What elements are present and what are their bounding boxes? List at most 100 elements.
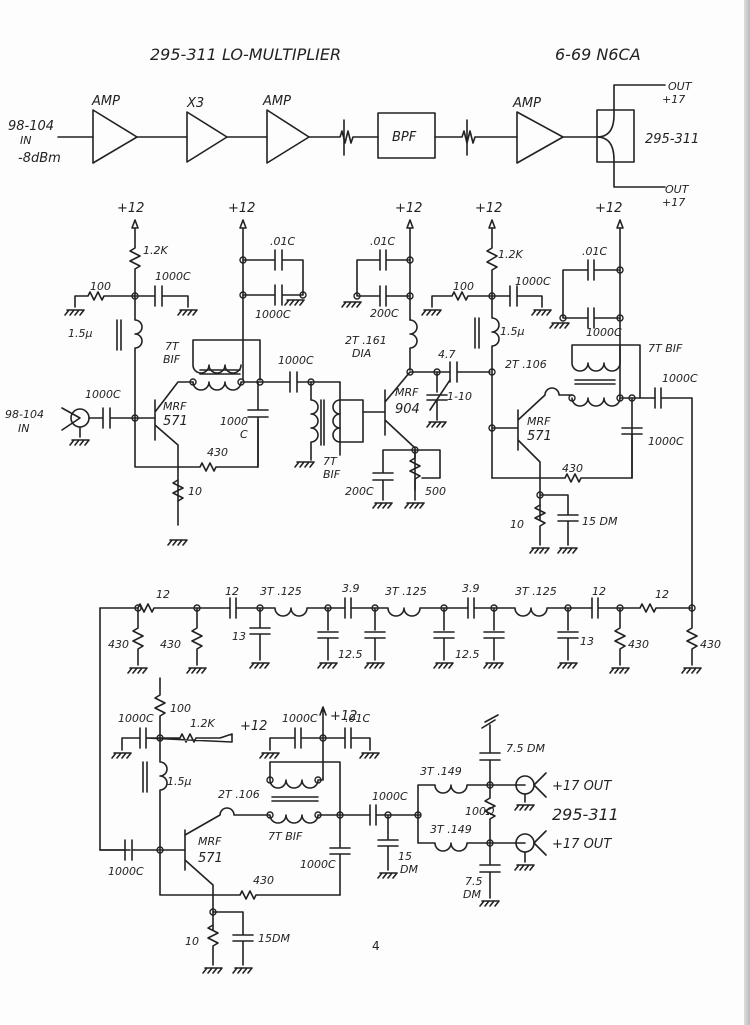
page-edge [744,0,750,1025]
svg-text:100Ω: 100Ω [465,805,495,818]
svg-text:12: 12 [592,585,606,598]
svg-text:+12: +12 [117,201,144,216]
svg-text:12: 12 [655,588,669,601]
svg-text:7T BIF: 7T BIF [268,830,303,843]
svg-text:13: 13 [580,635,594,648]
svg-text:1000C: 1000C [300,858,336,871]
svg-text:MRF: MRF [527,415,551,428]
stage-3-amp: +12 .01C 200C 2T .161 DIA MRF 904 1-10 4… [341,201,491,509]
schematic-title: 295-311 LO-MULTIPLIER [150,45,341,64]
svg-text:OUT: OUT [665,183,690,196]
svg-text:10: 10 [185,935,199,948]
svg-text:430: 430 [207,446,228,459]
svg-text:7T BIF: 7T BIF [648,342,683,355]
svg-text:295-311: 295-311 [645,132,699,147]
svg-text:1000C: 1000C [108,865,144,878]
svg-text:+12: +12 [475,201,502,216]
stage-2-tripler: +12 .01C 1000C 7T BIF 1000 C 1000C 7T BI… [163,201,364,481]
date-author: 6-69 N6CA [555,45,641,64]
svg-text:DIA: DIA [352,347,371,360]
svg-text:1.2K: 1.2K [190,717,215,730]
svg-text:430: 430 [628,638,649,651]
svg-text:430: 430 [160,638,181,651]
svg-text:BIF: BIF [323,468,341,481]
svg-text:571: 571 [163,414,188,429]
svg-text:+12: +12 [595,201,622,216]
svg-text:7.5 DM: 7.5 DM [506,742,545,755]
svg-text:3.9: 3.9 [342,582,360,595]
stage-1-amp: +12 1.2K 100 1000C 1.5µ 98-104 IN 1000C … [5,201,259,546]
svg-text:12.5: 12.5 [338,648,363,661]
amp-3-symbol [516,111,564,164]
svg-text:4.7: 4.7 [438,348,456,361]
svg-text:2T .106: 2T .106 [505,358,547,371]
svg-text:12.5: 12.5 [455,648,480,661]
svg-text:1000C: 1000C [282,712,318,725]
svg-text:+17: +17 [662,196,685,209]
svg-text:IN: IN [20,134,31,147]
svg-text:AMP: AMP [512,96,541,111]
svg-text:571: 571 [198,851,223,866]
svg-text:100: 100 [90,280,111,293]
bandpass-filter: 12 430 430 12 3T .125 13 3.9 3T .125 12.… [99,582,721,851]
svg-text:MRF: MRF [163,400,187,413]
svg-text:10: 10 [510,518,524,531]
svg-text:3T .125: 3T .125 [385,585,427,598]
svg-text:15: 15 [398,850,412,863]
svg-text:15DM: 15DM [258,932,290,945]
svg-text:430: 430 [253,874,274,887]
svg-text:AMP: AMP [262,94,291,109]
svg-text:DM: DM [463,888,481,901]
svg-text:1000C: 1000C [515,275,551,288]
tripler-symbol [186,111,228,163]
output-splitter: 3T .149 3T .149 7.5 DM 100Ω 7.5 DM +17 O… [414,714,619,907]
svg-text:MRF: MRF [395,386,419,399]
svg-text:200C: 200C [370,307,399,320]
svg-text:+12: +12 [228,201,255,216]
svg-text:1000C: 1000C [372,790,408,803]
svg-text:3T .149: 3T .149 [420,765,462,778]
svg-text:+17: +17 [662,93,685,106]
svg-text:7T: 7T [323,455,338,468]
svg-text:430: 430 [700,638,721,651]
svg-text:1000C: 1000C [648,435,684,448]
svg-text:3T .125: 3T .125 [260,585,302,598]
svg-text:IN: IN [18,422,29,435]
svg-text:.01C: .01C [345,712,370,725]
stage-5-amp: 100 1000C 1.2K +12 1.5µ +12 1000C .01C 2… [99,677,421,974]
svg-text:100: 100 [170,702,191,715]
svg-text:430: 430 [562,462,583,475]
svg-text:.01C: .01C [582,245,607,258]
svg-text:7.5: 7.5 [465,875,483,888]
svg-text:12: 12 [225,585,239,598]
svg-text:295-311: 295-311 [552,805,619,824]
svg-text:AMP: AMP [91,94,120,109]
svg-text:904: 904 [395,402,420,417]
block-diagram: 98-104 IN -8dBm AMP X3 AMP BPF AMP OUT +… [8,80,699,209]
svg-text:1.2K: 1.2K [143,244,168,257]
svg-text:3T .125: 3T .125 [515,585,557,598]
svg-text:+17 OUT: +17 OUT [552,779,612,794]
svg-text:1000: 1000 [220,415,248,428]
svg-text:1.5µ: 1.5µ [68,327,93,340]
svg-text:BPF: BPF [392,130,417,145]
amp-2-symbol [266,109,310,164]
svg-text:1000C: 1000C [586,326,622,339]
svg-text:1000C: 1000C [255,308,291,321]
svg-text:1000C: 1000C [278,354,314,367]
svg-text:1.5µ: 1.5µ [500,325,525,338]
svg-text:OUT: OUT [668,80,693,93]
svg-text:2T .106: 2T .106 [218,788,260,801]
bpf-block [377,112,436,159]
svg-text:X3: X3 [186,96,204,111]
svg-text:98-104: 98-104 [5,408,44,421]
svg-text:.01C: .01C [370,235,395,248]
page-number: 4 [372,939,380,953]
svg-text:12: 12 [156,588,170,601]
svg-text:571: 571 [527,429,552,444]
svg-text:10: 10 [188,485,202,498]
svg-text:15 DM: 15 DM [582,515,618,528]
svg-text:200C: 200C [345,485,374,498]
